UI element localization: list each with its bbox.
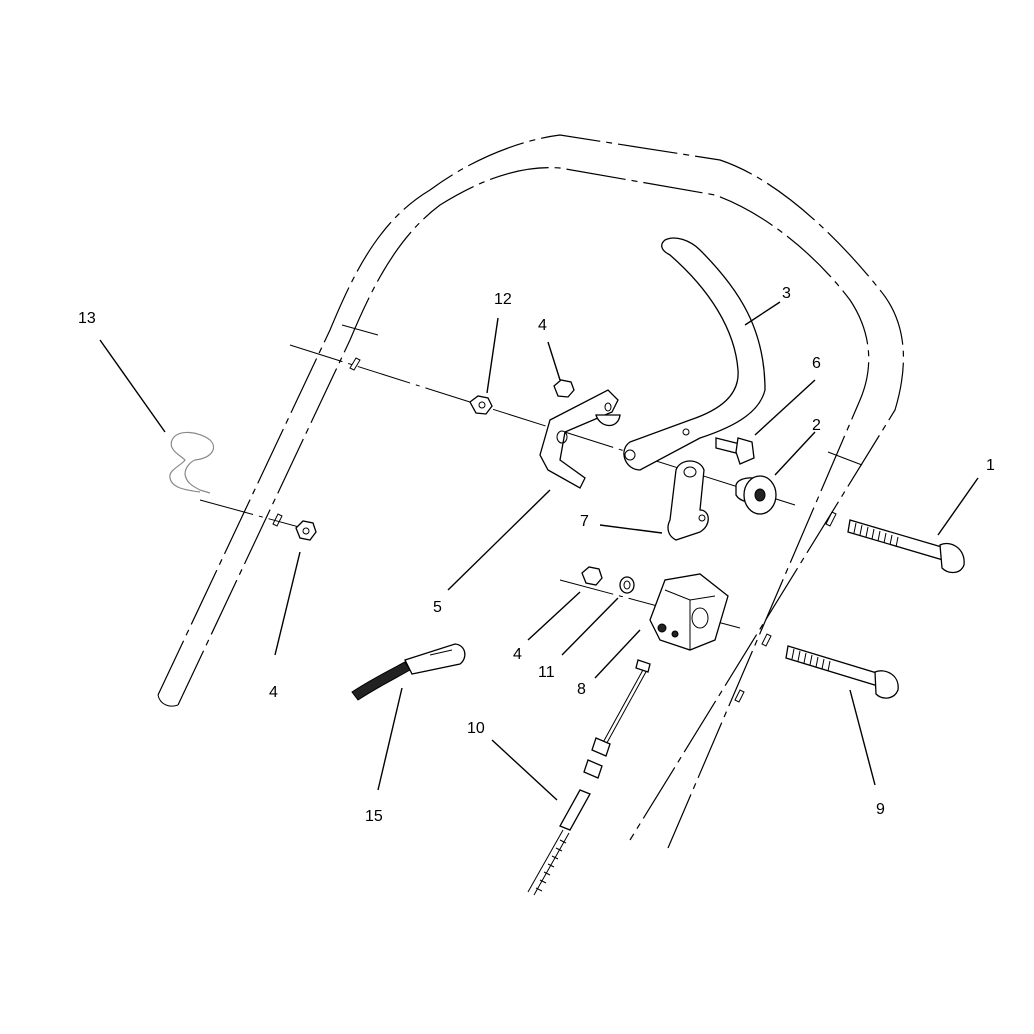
callout-7: 7 [580,513,589,530]
callout-8: 8 [577,681,586,698]
callout-6: 6 [812,355,821,372]
cable-part-10 [527,659,651,896]
pivot-link-part-7 [667,460,709,541]
callout-3: 3 [782,285,791,302]
callout-11: 11 [538,664,555,681]
callout-4-left: 4 [269,684,278,701]
nut-part-4-left [295,520,317,541]
carriage-bolt-part-1 [847,519,965,574]
bracket-part-5 [539,389,621,489]
callout-2: 2 [812,417,821,434]
callout-5: 5 [433,599,442,616]
handle-tube [157,134,904,849]
callout-15: 15 [365,808,383,825]
callout-4-upper: 4 [538,317,547,334]
nut-part-12 [469,395,493,415]
bolt-part-6 [715,437,755,465]
nut-part-4-lower [581,566,603,586]
cable-sleeve-part-15 [351,643,466,701]
callout-10: 10 [467,720,485,737]
washer-part-11 [619,576,635,594]
callout-9: 9 [876,801,885,818]
callout-1: 1 [986,457,995,474]
nut-part-4-upper [553,379,575,398]
callout-12: 12 [494,291,512,308]
knob-part-2 [735,475,777,515]
clamp-block-part-8 [649,573,729,651]
wire-clip-part-13 [169,431,215,494]
tube-tabs [272,357,837,703]
callout-13: 13 [78,310,96,327]
callout-4-lower: 4 [513,646,522,663]
leader-lines [99,301,979,801]
callout-labels: 13 12 4 3 6 2 1 7 5 4 4 11 8 10 15 9 [78,285,995,825]
carriage-bolt-part-9 [785,645,899,699]
lever-part-3 [623,237,766,471]
